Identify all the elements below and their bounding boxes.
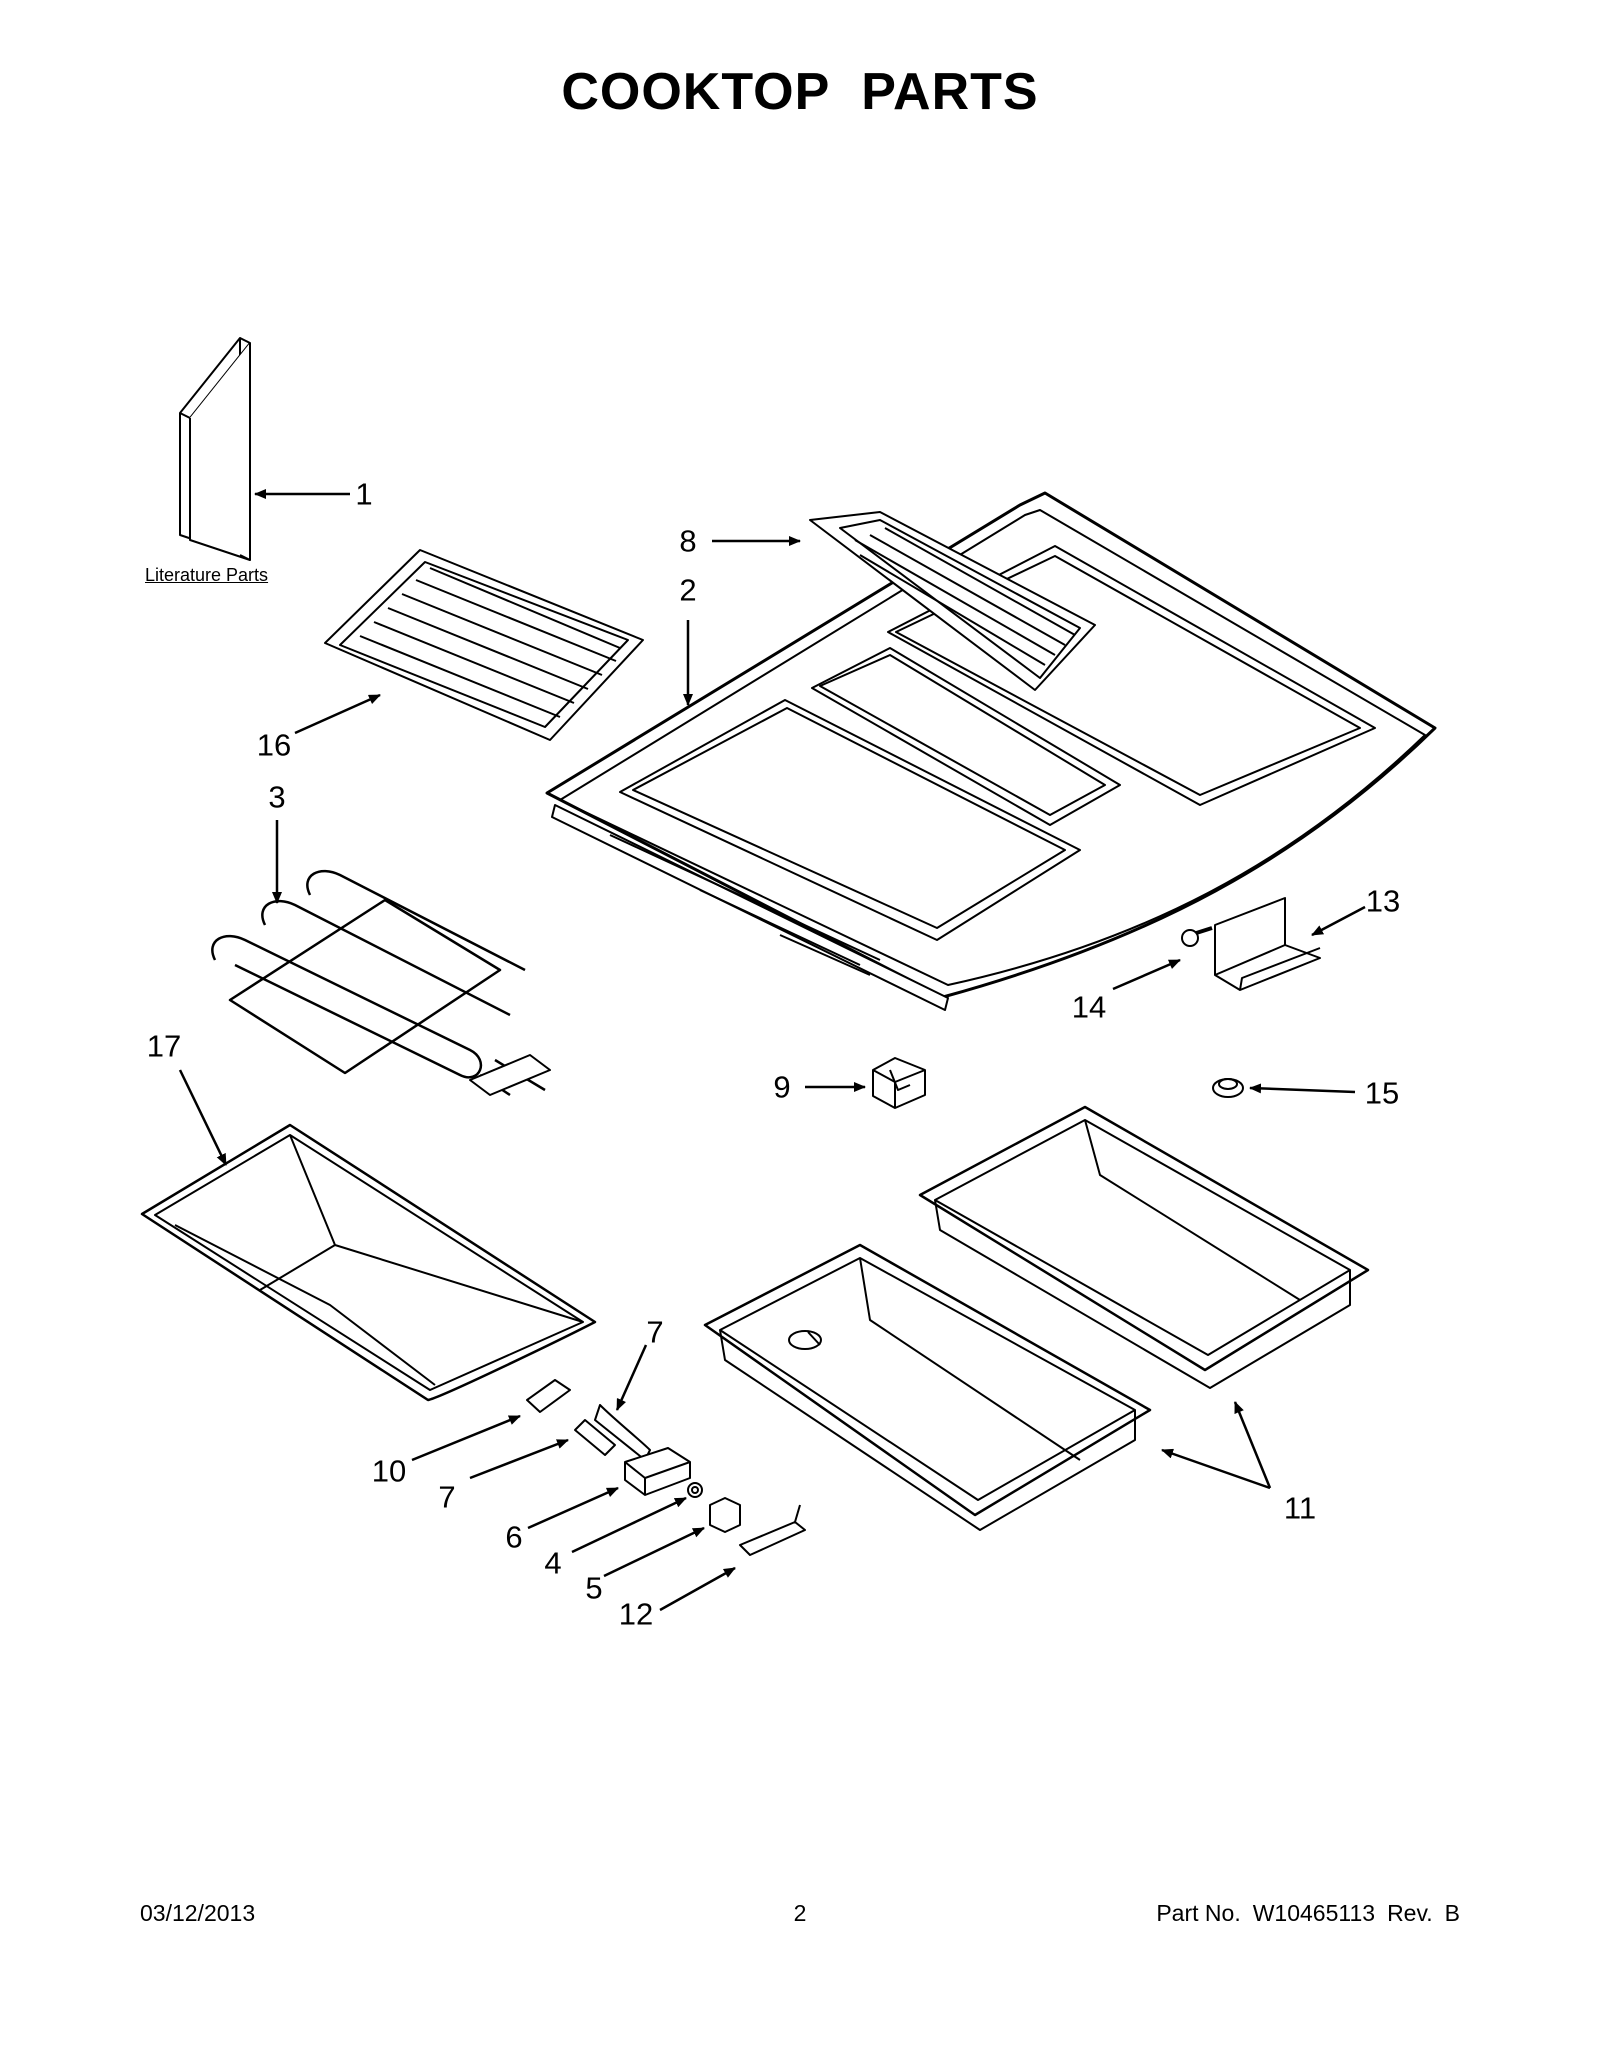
callout-10: 10: [371, 1453, 407, 1489]
part-number: W10465113: [1252, 1900, 1376, 1926]
callout-9: 9: [773, 1069, 791, 1105]
literature-parts-label: Literature Parts: [145, 565, 269, 585]
callout-17: 17: [146, 1028, 182, 1064]
screw-part: [1181, 926, 1213, 947]
title-word-cooktop: COOKTOP: [561, 63, 831, 121]
bracket-part: [1214, 897, 1321, 991]
clip-part-b: [574, 1419, 616, 1456]
callout-7-upper: 7: [646, 1314, 664, 1350]
page-title: COOKTOP PARTS: [0, 62, 1600, 122]
footer-date: 03/12/2013: [140, 1900, 256, 1926]
plug-part: [1212, 1078, 1244, 1098]
cooktop-frame-part: [545, 491, 1437, 1011]
callout-12: 12: [618, 1596, 654, 1632]
callout-2: 2: [679, 572, 697, 608]
callout-13: 13: [1365, 883, 1401, 919]
terminal-block-part: [624, 1447, 691, 1496]
drip-tray-left-part: [703, 1243, 1152, 1531]
footer-page-number: 2: [793, 1900, 807, 1926]
small-plate-part: [526, 1379, 571, 1413]
heating-element-part: [211, 869, 551, 1097]
vent-grille-part: [809, 511, 1096, 691]
rev-value: B: [1444, 1900, 1460, 1926]
drip-pan-part: [140, 1123, 597, 1402]
callout-6: 6: [505, 1519, 523, 1555]
grate-rack-part: [324, 549, 644, 741]
drip-tray-right-part: [918, 1105, 1370, 1389]
callout-4: 4: [544, 1545, 562, 1581]
callout-8: 8: [679, 523, 697, 559]
callout-3: 3: [268, 779, 286, 815]
washer-part: [687, 1482, 703, 1498]
callout-14: 14: [1071, 989, 1107, 1025]
spring-clip-part: [709, 1497, 741, 1533]
title-word-parts: PARTS: [861, 63, 1039, 121]
part-label: Part No.: [1156, 1900, 1241, 1926]
callout-11: 11: [1283, 1490, 1317, 1526]
callout-15: 15: [1364, 1075, 1400, 1111]
mounting-bracket-part: [739, 1504, 806, 1556]
leader-arrows: [178, 489, 1366, 1612]
literature-booklet-part: [179, 337, 251, 561]
callout-7-lower: 7: [438, 1479, 456, 1515]
callout-1: 1: [355, 476, 373, 512]
rev-label: Rev.: [1387, 1900, 1433, 1926]
callout-5: 5: [585, 1570, 603, 1606]
callout-16: 16: [256, 727, 292, 763]
insulator-block-part: [872, 1057, 926, 1109]
footer-part-number: Part No. W10465113 Rev. B: [1144, 1900, 1460, 1927]
